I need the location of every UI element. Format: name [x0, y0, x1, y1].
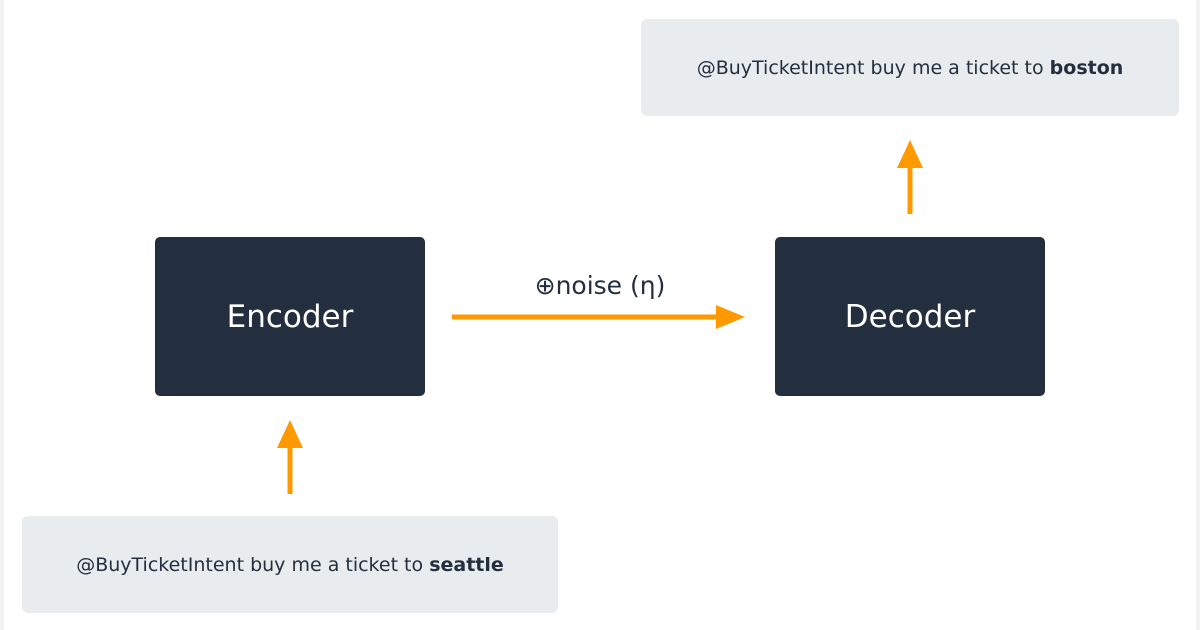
decoder-to-output-arrow	[897, 140, 923, 214]
decoder-label: Decoder	[844, 298, 976, 335]
encoder-block: Encoder	[155, 237, 425, 396]
decoder-block: Decoder	[775, 237, 1045, 396]
right-edge-strip	[1196, 0, 1200, 630]
output-text-prefix: @BuyTicketIntent buy me a ticket to	[696, 56, 1044, 79]
input-text-highlight: seattle	[429, 553, 504, 576]
input-text-box: @BuyTicketIntent buy me a ticket to seat…	[22, 516, 558, 613]
input-text-prefix: @BuyTicketIntent buy me a ticket to	[76, 553, 424, 576]
left-edge-strip	[0, 0, 4, 630]
encoder-to-decoder-arrow	[452, 305, 745, 329]
encoder-label: Encoder	[226, 298, 354, 335]
input-to-encoder-arrow	[277, 420, 303, 494]
output-text-box: @BuyTicketIntent buy me a ticket to bost…	[641, 19, 1179, 116]
output-text-highlight: boston	[1049, 56, 1124, 79]
noise-label: ⊕noise (η)	[534, 271, 666, 300]
